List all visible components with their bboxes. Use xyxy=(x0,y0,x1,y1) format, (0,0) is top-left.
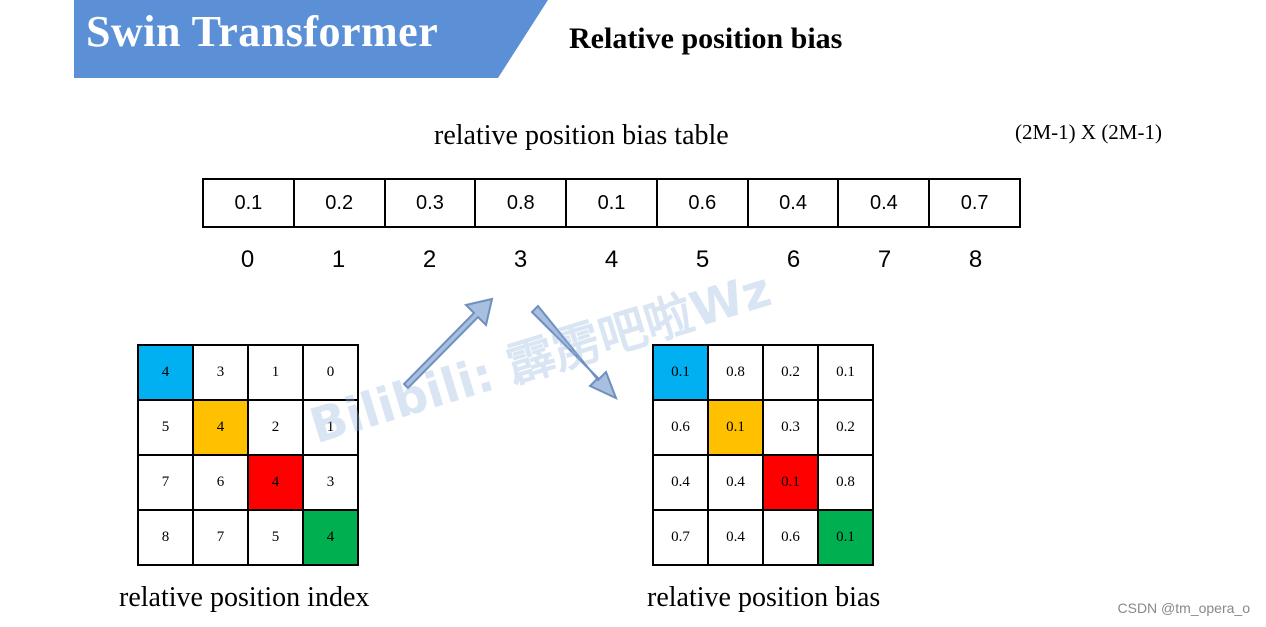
page-title: Swin Transformer xyxy=(86,7,439,56)
index-cell: 1 xyxy=(304,401,359,456)
index-grid-label: relative position index xyxy=(119,582,370,613)
table-index: 5 xyxy=(695,246,710,273)
index-cell: 5 xyxy=(139,401,194,456)
bias-cell: 0.4 xyxy=(654,456,709,511)
index-cell: 4 xyxy=(304,511,359,566)
table-cell: 0.4 xyxy=(839,180,931,226)
bias-cell: 0.6 xyxy=(654,401,709,456)
bias-cell: 0.2 xyxy=(764,346,819,401)
bias-cell: 0.1 xyxy=(819,511,874,566)
table-index: 2 xyxy=(422,246,437,273)
bias-cell: 0.2 xyxy=(819,401,874,456)
index-cell: 6 xyxy=(194,456,249,511)
banner-shape xyxy=(74,0,548,78)
table-index: 7 xyxy=(877,246,892,273)
index-cell: 8 xyxy=(139,511,194,566)
table-cell: 0.8 xyxy=(476,180,568,226)
bias-grid-label: relative position bias xyxy=(647,582,881,613)
bias-cell: 0.1 xyxy=(764,456,819,511)
table-cell: 0.2 xyxy=(295,180,386,226)
index-cell: 4 xyxy=(249,456,304,511)
bias-cell: 0.6 xyxy=(764,511,819,566)
index-cell: 7 xyxy=(139,456,194,511)
bias-cell: 0.4 xyxy=(709,456,764,511)
index-cell: 2 xyxy=(249,401,304,456)
bias-cell: 0.1 xyxy=(654,346,709,401)
table-index: 3 xyxy=(513,246,528,273)
index-cell: 7 xyxy=(194,511,249,566)
lookup-arrow-down-icon xyxy=(530,304,618,400)
table-dimensions-label: (2M-1) X (2M-1) xyxy=(1015,120,1162,144)
table-index-row: 0 1 2 3 4 5 6 7 8 xyxy=(202,240,1021,280)
slide-subtitle: Relative position bias xyxy=(569,22,843,55)
table-cell: 0.1 xyxy=(204,180,295,226)
table-index: 4 xyxy=(604,246,619,273)
index-cell: 4 xyxy=(194,401,249,456)
bias-cell: 0.1 xyxy=(819,346,874,401)
relative-position-bias-table: 0.1 0.2 0.3 0.8 0.1 0.6 0.4 0.4 0.7 xyxy=(202,178,1021,228)
table-index: 1 xyxy=(331,246,346,273)
bias-cell: 0.7 xyxy=(654,511,709,566)
index-cell: 3 xyxy=(194,346,249,401)
bias-cell: 0.4 xyxy=(709,511,764,566)
relative-position-index-grid: 4 3 1 0 5 4 2 1 7 6 4 3 8 7 5 4 xyxy=(137,344,359,566)
table-index: 6 xyxy=(786,246,801,273)
bias-cell: 0.8 xyxy=(819,456,874,511)
table-cell: 0.1 xyxy=(567,180,658,226)
table-index: 0 xyxy=(240,246,255,273)
index-cell: 4 xyxy=(139,346,194,401)
table-cell: 0.4 xyxy=(749,180,840,226)
index-cell: 0 xyxy=(304,346,359,401)
table-cell: 0.6 xyxy=(658,180,749,226)
bias-cell: 0.3 xyxy=(764,401,819,456)
title-banner xyxy=(74,0,548,78)
source-credit: CSDN @tm_opera_o xyxy=(1117,600,1251,616)
bias-table-label: relative position bias table xyxy=(434,120,729,151)
index-cell: 5 xyxy=(249,511,304,566)
bias-cell: 0.1 xyxy=(709,401,764,456)
table-cell: 0.3 xyxy=(386,180,477,226)
table-cell: 0.7 xyxy=(960,191,989,214)
relative-position-bias-grid: 0.1 0.8 0.2 0.1 0.6 0.1 0.3 0.2 0.4 0.4 … xyxy=(652,344,874,566)
index-cell: 1 xyxy=(249,346,304,401)
table-index: 8 xyxy=(968,246,983,273)
lookup-arrow-up-icon xyxy=(402,297,494,390)
bias-cell: 0.8 xyxy=(709,346,764,401)
index-cell: 3 xyxy=(304,456,359,511)
